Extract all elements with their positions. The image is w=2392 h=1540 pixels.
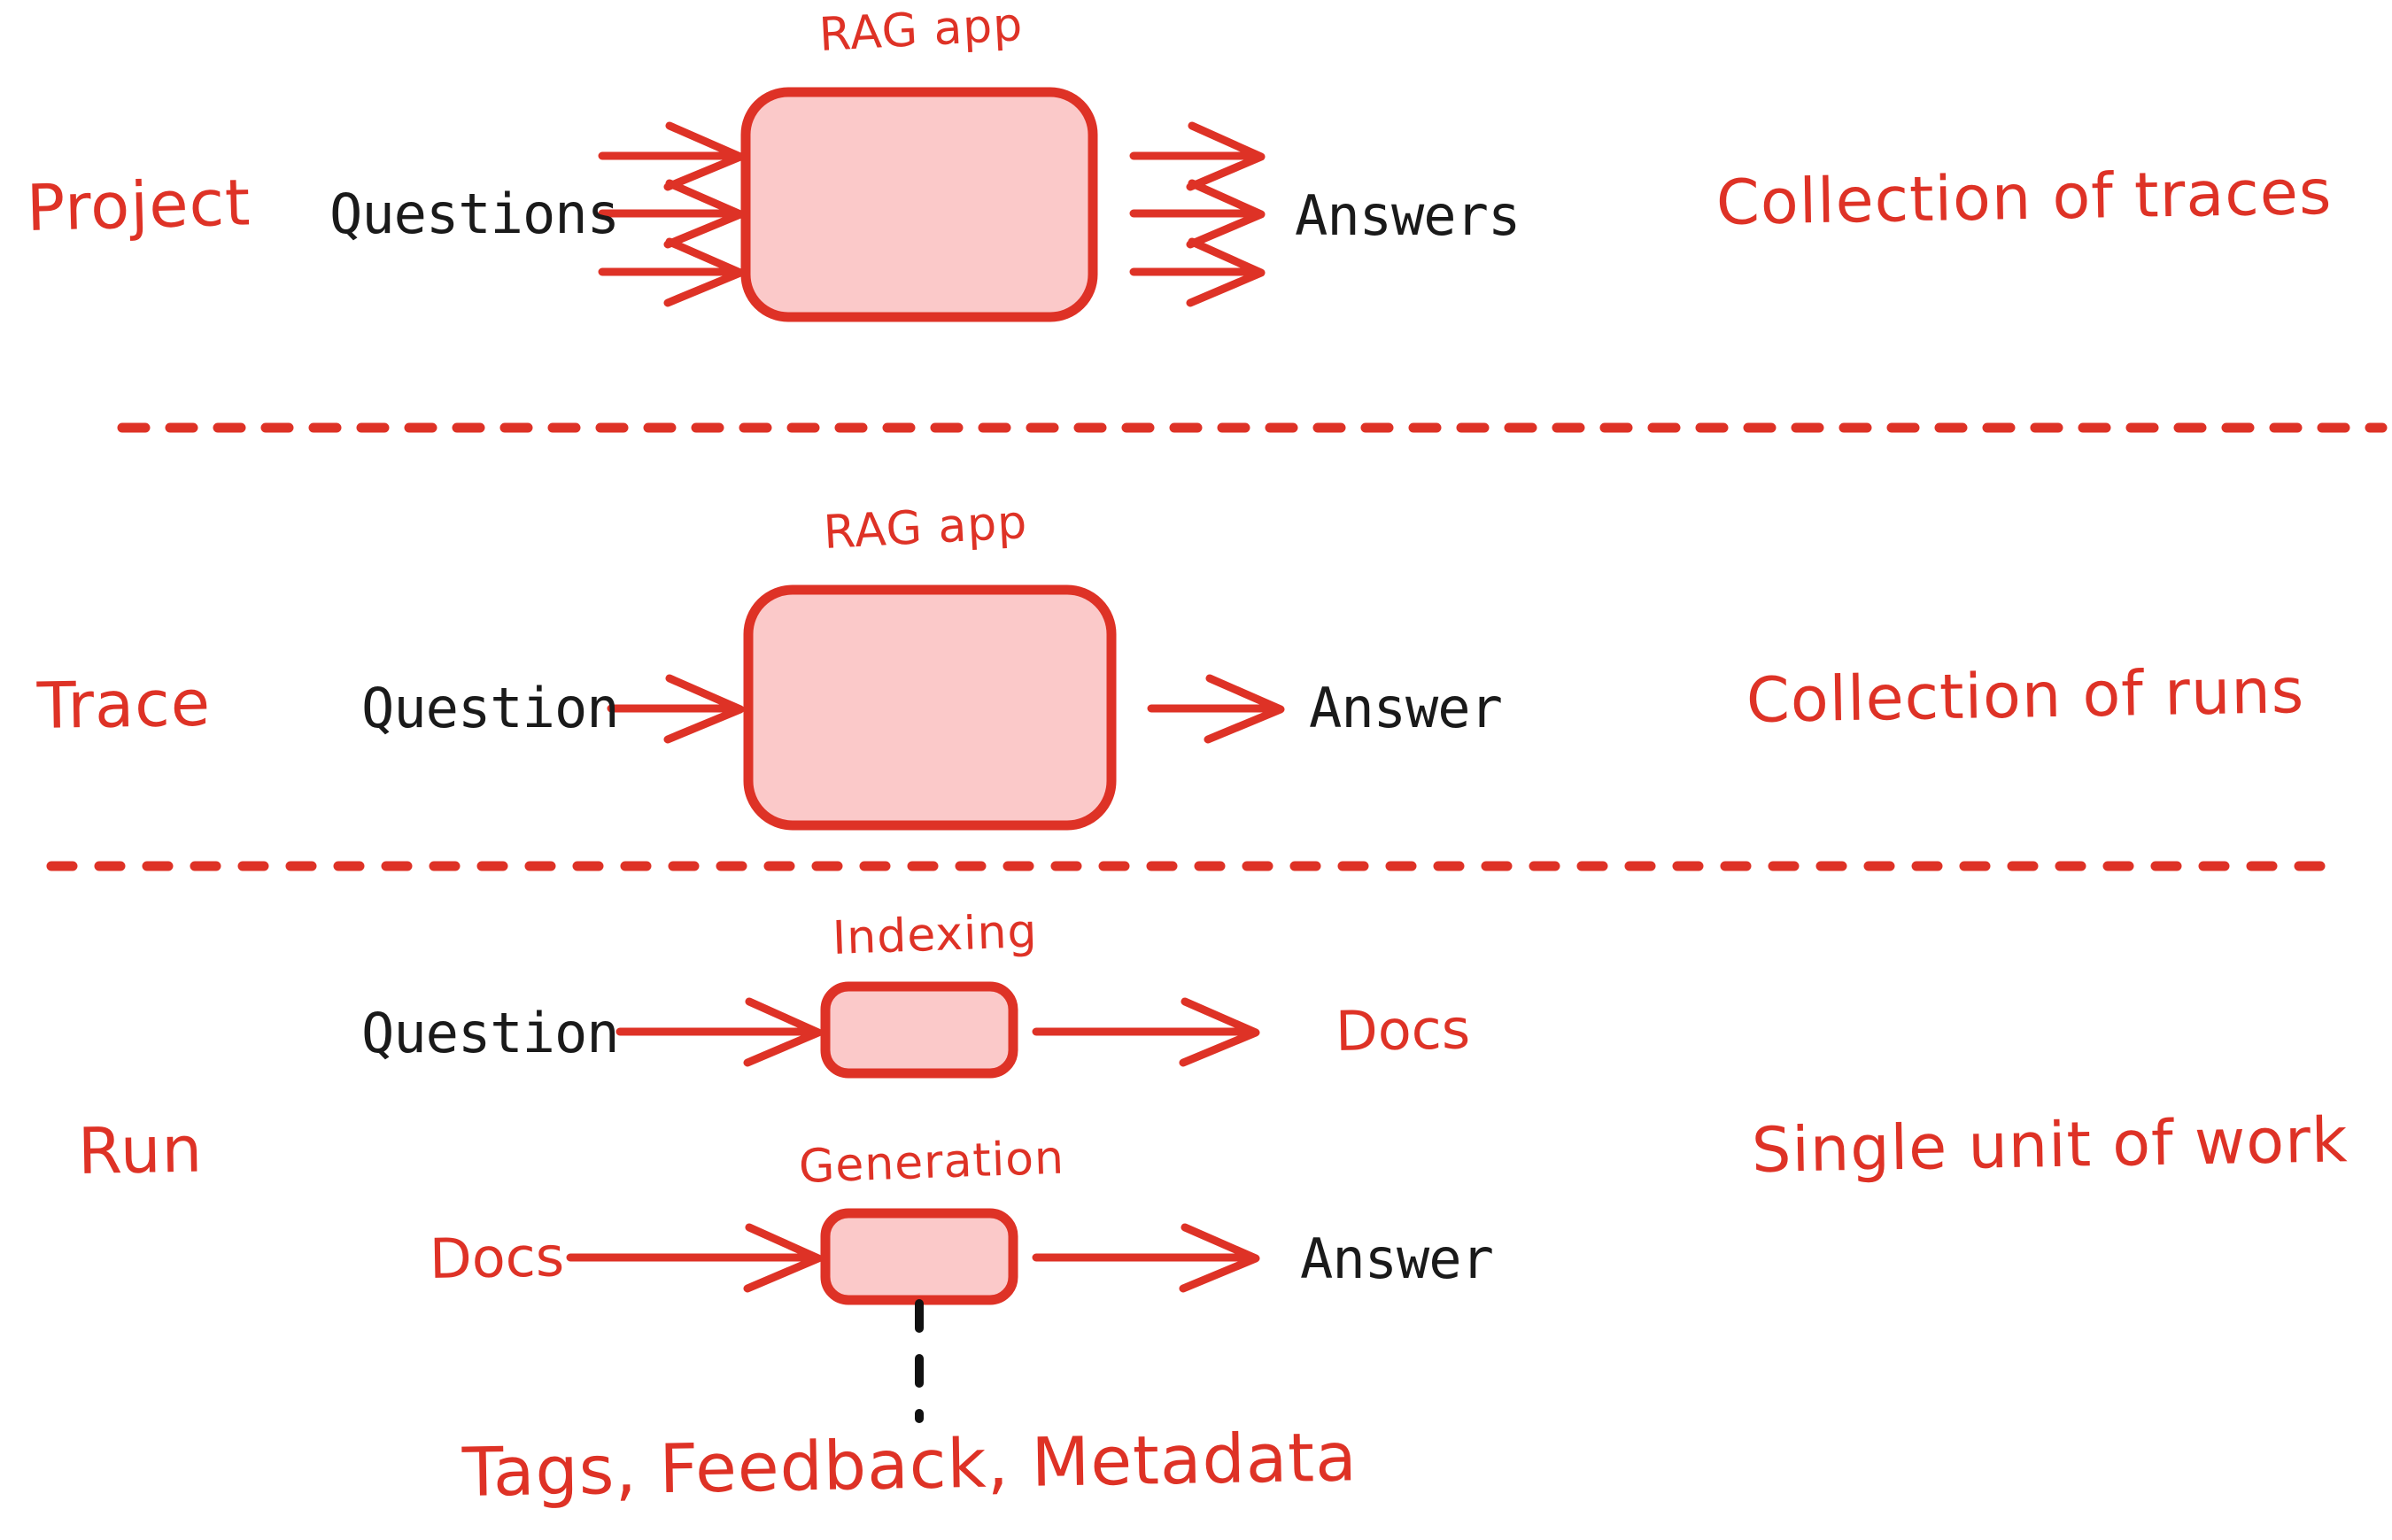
project-rag-app-box: [740, 87, 1098, 322]
generation-output-label: Answer: [1300, 1227, 1494, 1291]
indexing-input-label: Question: [361, 1001, 620, 1065]
run-description: Single unit of work: [1751, 1103, 2349, 1187]
trace-output-label: Answer: [1309, 676, 1503, 740]
project-row-label: Project: [25, 165, 252, 245]
indexing-output-label: Docs: [1335, 996, 1471, 1064]
trace-description: Collection of runs: [1746, 654, 2305, 737]
generation-input-arrow: [566, 1223, 823, 1293]
generation-box-label: Generation: [797, 1131, 1065, 1194]
indexing-box: [820, 981, 1018, 1079]
project-output-label: Answers: [1295, 183, 1521, 248]
trace-rag-app-box: [743, 584, 1117, 831]
trace-input-label: Question: [361, 676, 620, 740]
project-description: Collection of traces: [1715, 155, 2333, 239]
project-output-arrows: [1129, 121, 1266, 307]
generation-box: [820, 1208, 1018, 1305]
run-annotation: Tags, Feedback, Metadata: [461, 1417, 1359, 1512]
indexing-box-label: Indexing: [831, 904, 1039, 965]
indexing-output-arrow: [1032, 997, 1260, 1067]
generation-output-arrow: [1032, 1223, 1260, 1293]
run-row-label: Run: [77, 1111, 204, 1188]
project-input-label: Questions: [329, 182, 620, 246]
project-box-label: RAG app: [817, 0, 1025, 62]
trace-row-label: Trace: [36, 665, 212, 743]
trace-output-arrow: [1147, 674, 1285, 744]
trace-box-label: RAG app: [822, 495, 1029, 560]
project-input-arrows: [598, 121, 745, 307]
trace-input-arrow: [607, 674, 745, 744]
indexing-input-arrow: [615, 997, 823, 1067]
generation-input-label: Docs: [429, 1224, 565, 1291]
